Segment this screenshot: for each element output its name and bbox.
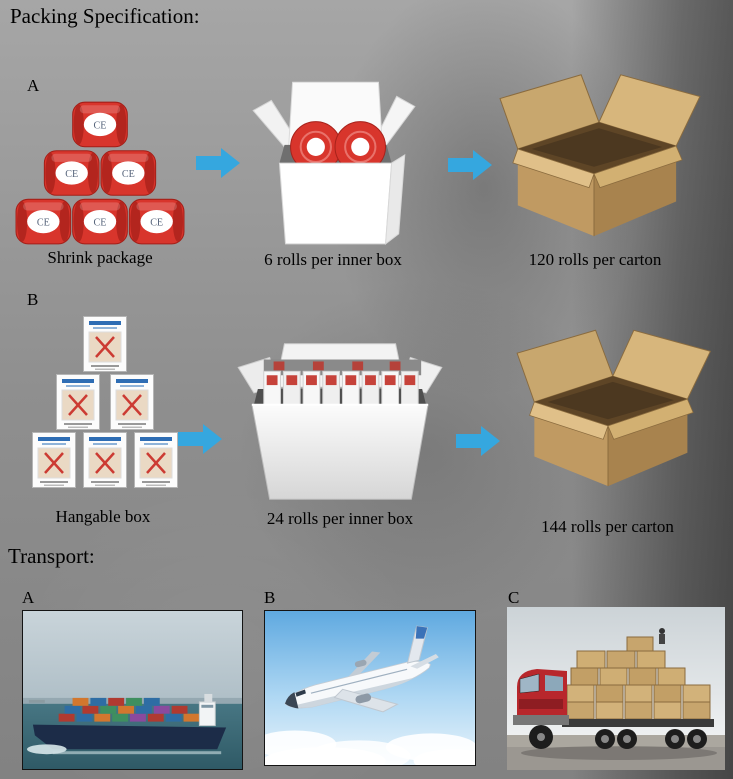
caption-shrink-package: Shrink package bbox=[47, 248, 153, 267]
page-title: Packing Specification: bbox=[10, 4, 200, 28]
section-b-label: B bbox=[27, 290, 39, 309]
cargo-boxes bbox=[566, 636, 711, 720]
carton-144-image bbox=[498, 302, 718, 502]
section-a-label: A bbox=[27, 76, 40, 95]
ship-hull bbox=[26, 724, 227, 755]
packed-boxes-row bbox=[263, 370, 419, 406]
ship-bridge bbox=[198, 693, 216, 727]
carton-120-image bbox=[480, 55, 708, 243]
arrow-right-icon bbox=[456, 426, 500, 456]
caption-144-rolls-carton: 144 rolls per carton bbox=[541, 517, 674, 536]
caption-hangable-box: Hangable box bbox=[55, 507, 151, 526]
caption-120-rolls-carton: 120 rolls per carton bbox=[528, 250, 662, 269]
truck-cab bbox=[513, 669, 569, 725]
clouds bbox=[265, 730, 475, 765]
tape-rolls-pyramid-illustration bbox=[15, 101, 185, 245]
arrow-right-icon bbox=[448, 150, 492, 180]
transport-b-label: B bbox=[264, 588, 276, 607]
transport-c-label: C bbox=[508, 588, 520, 607]
caption-6-rolls-inner-box: 6 rolls per inner box bbox=[264, 250, 402, 269]
transport-a-label: A bbox=[22, 588, 35, 607]
inner-box-6-rolls-image bbox=[237, 60, 429, 252]
transport-title: Transport: bbox=[8, 544, 95, 568]
truck-photo bbox=[507, 607, 725, 770]
arrow-right-icon bbox=[196, 148, 240, 178]
airplane-photo bbox=[264, 610, 476, 766]
hangable-box-image bbox=[30, 312, 180, 502]
wheels bbox=[529, 725, 707, 749]
ship-containers bbox=[58, 697, 200, 722]
airplane bbox=[284, 625, 439, 713]
trailer-frame bbox=[562, 719, 714, 727]
inner-box-24-rolls-image bbox=[222, 330, 458, 512]
caption-24-rolls-inner-box: 24 rolls per inner box bbox=[266, 509, 414, 528]
arrow-right-icon bbox=[178, 424, 222, 454]
container-ship-photo bbox=[22, 610, 243, 770]
shrink-package-image bbox=[14, 96, 186, 248]
worker-figure bbox=[659, 628, 665, 644]
